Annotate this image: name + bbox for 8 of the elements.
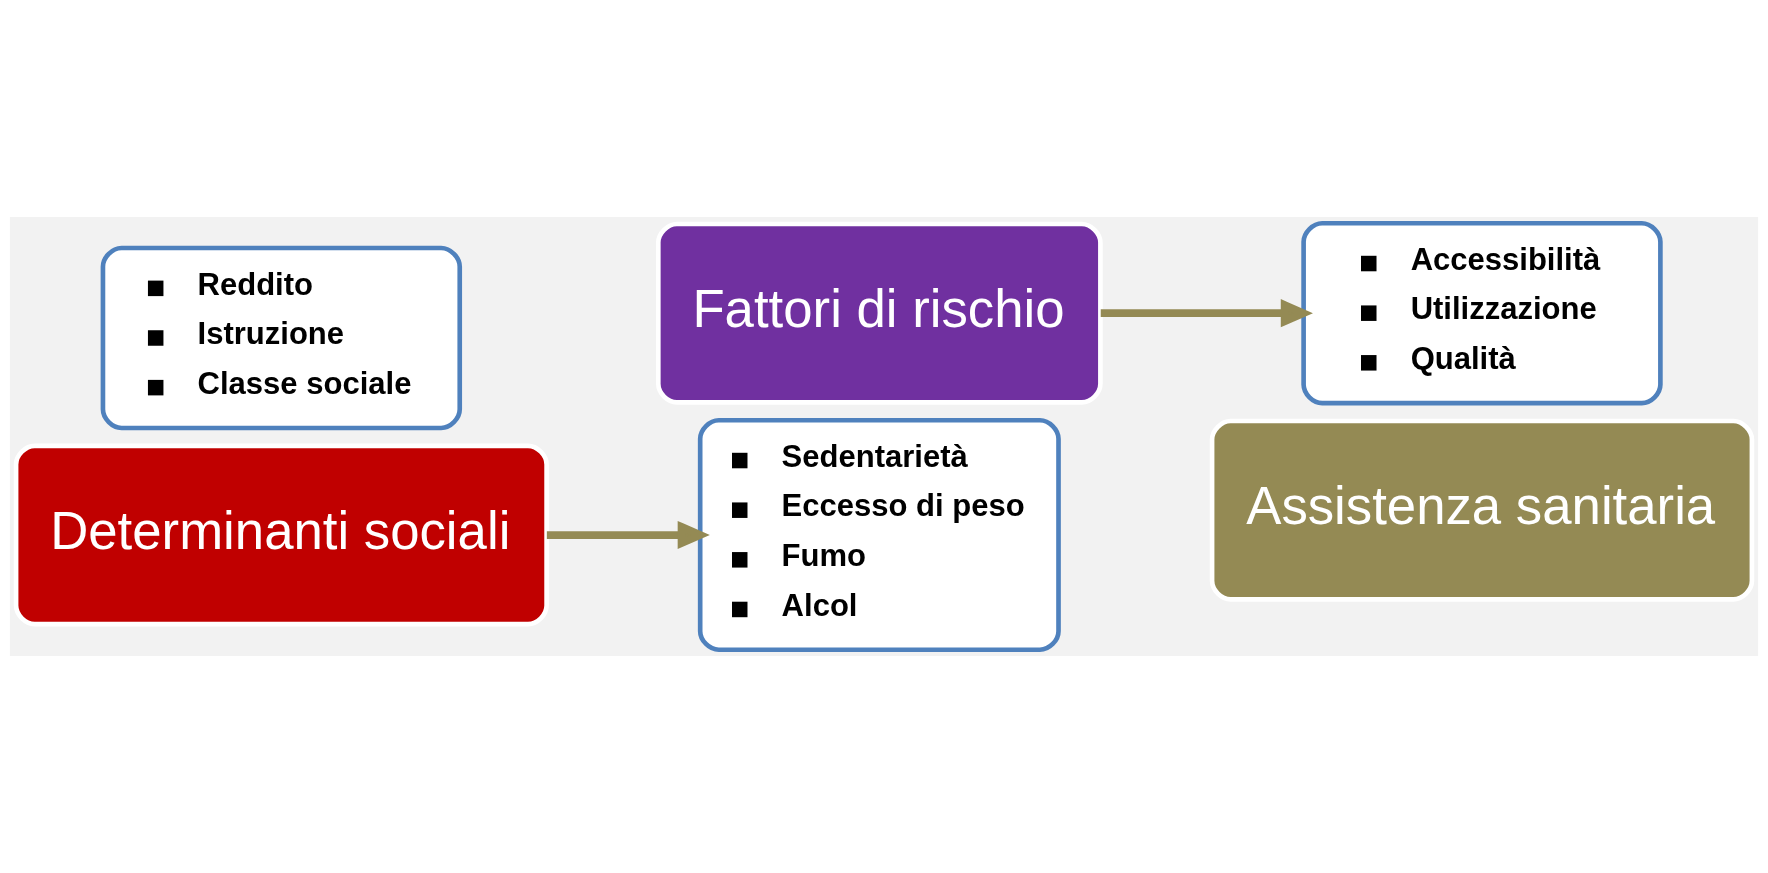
node-box: Determinanti sociali <box>13 443 549 627</box>
node-box: Assistenza sanitaria <box>1209 418 1755 602</box>
arrow <box>1100 299 1313 328</box>
node-box: Accessibilità Utilizzazione Qualità <box>1301 220 1663 406</box>
node-box: Reddito Istruzione Classe sociale <box>100 245 463 431</box>
arrow <box>546 520 710 550</box>
node-box: Sedentarietà Eccesso di peso Fumo Alcol <box>697 417 1061 653</box>
node-box: Fattori di rischio <box>655 221 1103 405</box>
